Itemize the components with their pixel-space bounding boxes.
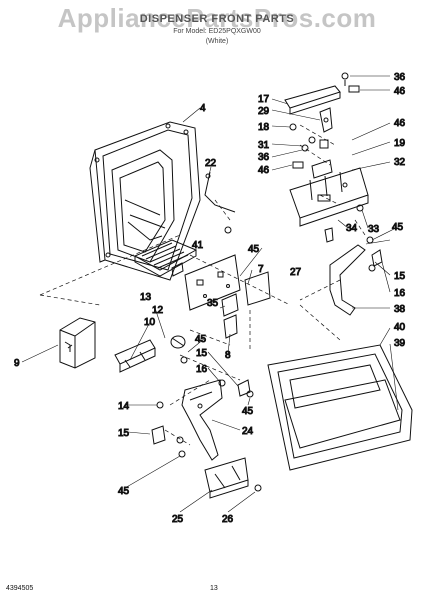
callout-45-right: 45 <box>392 222 404 233</box>
callout-16-right: 16 <box>394 288 406 299</box>
callout-10: 10 <box>144 317 156 328</box>
part-32-actuator-bracket <box>289 159 369 227</box>
callout-36-mid: 36 <box>258 152 270 163</box>
callout-46-low: 46 <box>258 165 270 176</box>
callout-38: 38 <box>394 304 406 315</box>
document-number: 4394505 <box>6 585 34 592</box>
callout-36-top: 36 <box>394 72 406 83</box>
watermark: AppliancePartsPros.com <box>57 3 377 33</box>
callout-4: 4 <box>200 103 206 114</box>
diagram-title: DISPENSER FRONT PARTS <box>139 13 295 25</box>
leader-lines <box>21 75 399 513</box>
callout-32: 32 <box>394 157 406 168</box>
callout-40: 40 <box>394 322 406 333</box>
callout-45-center: 45 <box>248 244 260 255</box>
callout-33: 33 <box>368 224 380 235</box>
callout-15-right: 15 <box>394 271 406 282</box>
callout-12: 12 <box>152 305 164 316</box>
part-8-bracket <box>221 293 239 317</box>
callout-8: 8 <box>225 350 231 361</box>
part-17-lever <box>284 85 341 133</box>
callout-45-left: 45 <box>195 334 207 345</box>
callout-14: 14 <box>118 401 130 412</box>
callout-9: 9 <box>14 358 20 369</box>
lower-fasteners <box>151 379 254 458</box>
callout-25: 25 <box>172 514 184 525</box>
callout-18: 18 <box>258 122 270 133</box>
callout-35: 35 <box>207 298 219 309</box>
callout-24: 24 <box>242 426 254 437</box>
callout-46-top: 46 <box>394 86 406 97</box>
callout-31: 31 <box>258 140 270 151</box>
part-40-front-panel <box>267 344 413 471</box>
part-22-wire <box>204 171 236 213</box>
callout-15-lower: 15 <box>118 428 130 439</box>
part-27-bracket <box>244 271 271 306</box>
callout-46-mid: 46 <box>394 118 406 129</box>
callout-39: 39 <box>394 338 406 349</box>
callout-7: 7 <box>258 264 264 275</box>
callout-26: 26 <box>222 514 234 525</box>
part-38-arm <box>329 244 383 316</box>
screws-top <box>289 72 360 169</box>
callout-15-mid: 15 <box>196 348 208 359</box>
page-number: 13 <box>210 585 218 592</box>
color-variant: (White) <box>205 38 229 45</box>
part-25-bracket <box>204 457 262 499</box>
callout-41: 41 <box>192 240 204 251</box>
part-7-control-board <box>184 254 241 311</box>
model-number: For Model: ED25PQXGW00 <box>173 28 261 35</box>
callout-45-lower: 45 <box>242 406 254 417</box>
callout-27: 27 <box>290 267 302 278</box>
callout-19: 19 <box>394 138 406 149</box>
callout-17: 17 <box>258 94 270 105</box>
callout-45-bottom: 45 <box>118 486 130 497</box>
part-4-housing-frame <box>89 121 201 281</box>
part-13-drip-tray <box>133 239 198 277</box>
part-24-lever-arm <box>181 379 223 461</box>
part-41-label <box>171 262 184 277</box>
part-34-switch <box>324 227 334 243</box>
part-10-socket-bracket <box>114 335 188 373</box>
callout-29: 29 <box>258 106 270 117</box>
callout-22: 22 <box>205 158 217 169</box>
callout-34: 34 <box>346 223 358 234</box>
callout-labels: 36 46 17 29 4 18 46 31 19 36 32 22 46 33… <box>14 72 407 526</box>
callout-13: 13 <box>140 292 152 303</box>
part-9-paddle <box>59 317 96 369</box>
callout-16-mid: 16 <box>196 364 208 375</box>
